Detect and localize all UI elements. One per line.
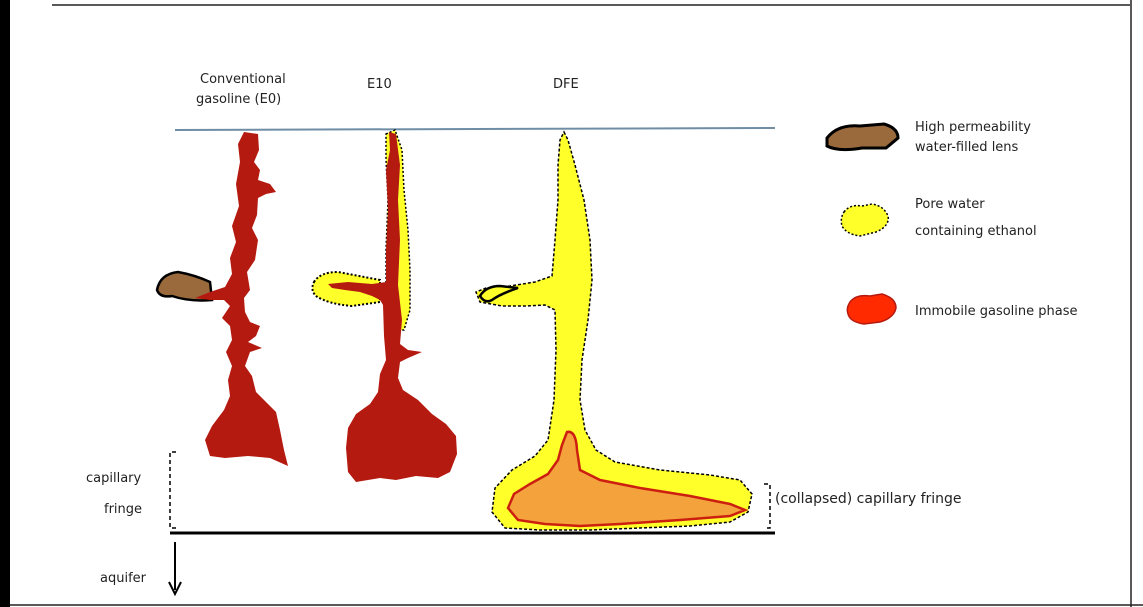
legend-lens-line2: water-filled lens — [915, 140, 1019, 155]
aquifer-label: aquifer — [100, 571, 147, 586]
capillary-fringe-label-line2: fringe — [104, 502, 142, 517]
e0-label-line1: Conventional — [200, 72, 286, 87]
capillary-fringe-label-line1: capillary — [86, 471, 142, 486]
e0-label-line2: gasoline (E0) — [196, 92, 281, 107]
e10-label: E10 — [367, 77, 392, 92]
legend-pore-water-line1: Pore water — [915, 197, 985, 212]
left-border — [0, 0, 10, 607]
legend-pore-water-line2: containing ethanol — [915, 224, 1037, 239]
dfe-label: DFE — [553, 77, 579, 92]
collapsed-fringe-label: (collapsed) capillary fringe — [775, 491, 962, 507]
legend-immobile-label: Immobile gasoline phase — [915, 304, 1078, 319]
legend-lens-line1: High permeability — [915, 120, 1031, 135]
legend-lens-swatch — [827, 124, 898, 150]
